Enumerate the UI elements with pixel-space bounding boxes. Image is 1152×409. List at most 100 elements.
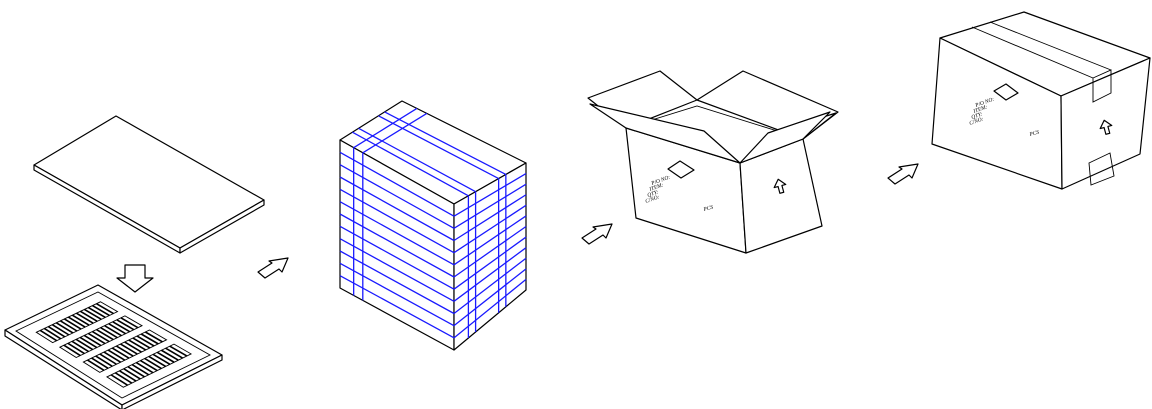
carton-mark-line: C/NO: (645, 194, 661, 205)
tray-slot (165, 347, 183, 359)
tray-slot (39, 329, 58, 342)
layer-line (453, 268, 527, 327)
layer-line (339, 213, 455, 278)
tray-slot (119, 370, 137, 382)
tray-slot (161, 349, 179, 361)
tray-slot (59, 320, 78, 332)
step-tray-and-cover (4, 115, 265, 409)
right-arrow-icon (257, 257, 289, 279)
fragile-diamond-icon (993, 83, 1019, 101)
tray-slot (47, 325, 66, 338)
tray-pockets (35, 301, 193, 388)
carton-mark-line: ITEM: (972, 104, 989, 115)
tray-slot (67, 342, 85, 355)
layer-line (339, 250, 455, 315)
tray-slot (136, 335, 155, 347)
top-strap (384, 111, 507, 176)
tray-slot (111, 347, 130, 359)
tray-slot (135, 361, 154, 374)
tray-slot (71, 314, 90, 326)
tray-slot (83, 308, 102, 321)
tray-slot (148, 355, 167, 368)
tray-slot (140, 333, 159, 345)
cover-sheet (33, 115, 265, 254)
tray-slot (67, 316, 86, 328)
tray-slot (128, 339, 147, 351)
step-sealed-carton: P/O NO: ITEM: QTY: C/NO: PCS (931, 11, 1151, 190)
tray-slot (96, 302, 114, 315)
top-strap (352, 131, 469, 197)
layer-line (453, 257, 527, 315)
tray-pocket-row (35, 301, 119, 344)
layer-line (339, 188, 455, 254)
layer-line (453, 204, 527, 254)
layer-line (453, 194, 527, 242)
tray-slot (110, 374, 128, 386)
tray-slot (100, 326, 118, 339)
tray-slot (169, 345, 188, 357)
tray-slot (116, 319, 135, 331)
layer-line (453, 278, 527, 339)
layer-line (453, 236, 527, 290)
tray-slot (83, 334, 102, 347)
tray-slot (88, 306, 106, 319)
tray-slot (91, 357, 109, 370)
tray-slot (95, 355, 113, 367)
tray-pocket-row (58, 315, 143, 359)
packing-tray (4, 284, 223, 409)
carton-mark-line: C/NO: (969, 116, 985, 127)
step-strapped-stack (339, 100, 527, 351)
carton-mark-unit: PCS (702, 205, 714, 214)
tray-slot (103, 351, 122, 363)
tray-slot (55, 322, 74, 334)
tray-slot (79, 310, 98, 322)
tray-slot (51, 323, 70, 336)
layer-line (453, 173, 527, 217)
this-way-up-icon (1099, 119, 1113, 135)
tray-slot (152, 353, 171, 366)
tray-slot (144, 357, 162, 370)
tray-slot (108, 323, 126, 335)
layer-line (453, 247, 527, 302)
layer-line (339, 225, 455, 290)
right-arrow-icon (581, 223, 613, 245)
tray-slot (114, 372, 133, 384)
layer-line (453, 225, 527, 278)
carton-mark-line: QTY: (971, 111, 984, 121)
top-strap (378, 115, 499, 180)
layer-line (339, 151, 455, 217)
layer-line (453, 215, 527, 266)
tray-slot (92, 304, 110, 317)
tray-slot (79, 336, 98, 349)
layer-line (339, 262, 455, 327)
tray-slot (124, 341, 142, 353)
tray-pocket-row (106, 343, 193, 388)
tray-slot (131, 363, 150, 376)
tray-slot (107, 349, 126, 361)
layer-line (339, 176, 455, 242)
tray-slot (132, 337, 151, 349)
tray-slot (63, 318, 82, 330)
tray-slot (112, 321, 131, 333)
layer-line (339, 275, 455, 339)
tray-slot (144, 331, 163, 343)
carton-mark-line: ITEM: (648, 182, 665, 193)
tray-slot (104, 324, 122, 337)
this-way-up-icon (773, 178, 787, 194)
carton-mark-line: QTY: (647, 189, 660, 199)
layer-line (339, 238, 455, 302)
fragile-diamond-icon (667, 160, 695, 179)
tray-slot (127, 365, 145, 378)
layer-line (339, 201, 455, 266)
tray-slot (99, 353, 117, 365)
tray-slot (75, 312, 94, 324)
layer-line (453, 183, 527, 229)
tray-slot (43, 327, 62, 340)
tray-slot (75, 338, 94, 351)
right-arrow-icon (887, 163, 919, 185)
tray-slot (116, 345, 134, 357)
top-strap (353, 107, 418, 149)
tray-slot (63, 344, 81, 357)
layer-line (339, 164, 455, 229)
